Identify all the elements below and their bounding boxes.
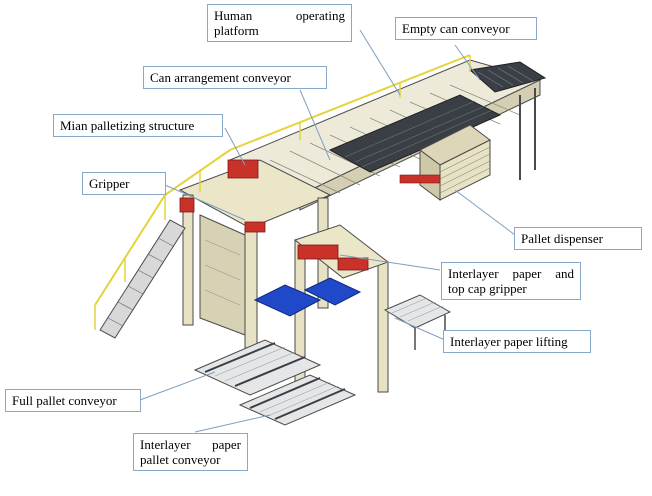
label-full-pallet-conveyor: Full pallet conveyor <box>5 389 141 412</box>
label-interlayer-paper-lifting: Interlayer paper lifting <box>443 330 591 353</box>
empty-can-conveyor-graphic <box>468 61 547 180</box>
label-can-arrangement-conveyor: Can arrangement conveyor <box>143 66 327 89</box>
interlayer-lifting-conveyor <box>383 294 452 350</box>
label-pallet-dispenser: Pallet dispenser <box>514 227 642 250</box>
pallet-dispenser-graphic <box>399 124 491 201</box>
full-pallet-conveyor-graphic <box>193 339 322 396</box>
label-gripper: Gripper <box>82 172 166 195</box>
interlayer-pallet-conveyor-graphic <box>238 374 357 426</box>
access-stairs <box>94 54 471 339</box>
interlayer-gripper-frame <box>253 224 390 401</box>
label-main-palletizing-structure: Mian palletizing structure <box>53 114 223 137</box>
leader-lines <box>139 29 516 433</box>
label-empty-can-conveyor: Empty can conveyor <box>395 17 537 40</box>
can-arrangement-conveyor-graphic <box>328 94 502 173</box>
